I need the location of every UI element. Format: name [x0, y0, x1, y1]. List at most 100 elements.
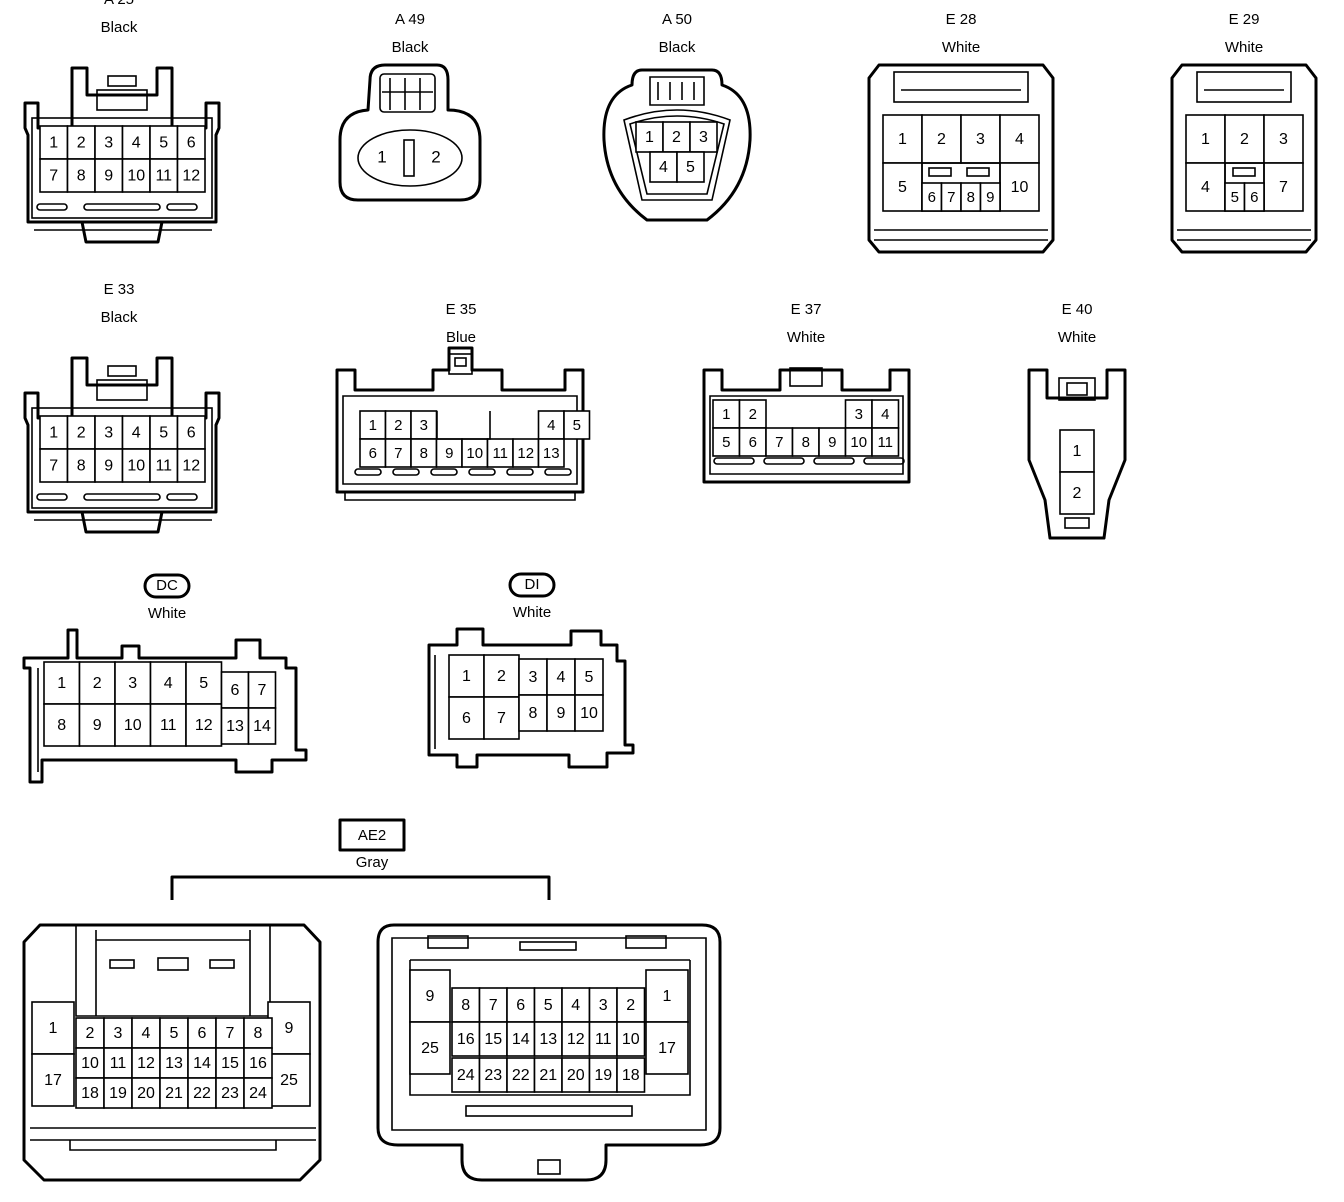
connector-color: Black: [659, 39, 696, 56]
pin-cell: [43, 661, 81, 705]
pin-cell: [546, 694, 576, 732]
pin-number: 2: [1073, 485, 1082, 502]
pin-number: 5: [898, 179, 907, 196]
pin-number: 3: [599, 997, 608, 1014]
pin-cell: [1185, 162, 1226, 212]
connector-color: White: [148, 605, 186, 622]
connector-code: E 35: [446, 301, 477, 318]
pin-cell: [31, 1001, 75, 1055]
pin-number: 5: [585, 669, 594, 686]
pin-number: 3: [104, 135, 113, 152]
pin-number: 5: [722, 434, 730, 451]
pin-cell: [121, 448, 151, 483]
pin-number: 15: [221, 1055, 239, 1072]
pin-cell: [506, 1021, 536, 1057]
pin-number: 10: [81, 1055, 99, 1072]
pin-number: 1: [898, 131, 907, 148]
pin-number: 4: [557, 669, 566, 686]
pin-number: 19: [594, 1067, 612, 1084]
pin-cell: [75, 1077, 105, 1109]
pin-number: 14: [193, 1055, 211, 1072]
pin-number: 15: [484, 1031, 502, 1048]
pin-number: 6: [187, 135, 196, 152]
pin-number: 8: [529, 705, 538, 722]
pin-cell: [149, 158, 179, 193]
connector-code: A 49: [395, 11, 425, 28]
pin-number: 11: [155, 168, 172, 185]
pin-number: 2: [86, 1025, 95, 1042]
pin-number: 2: [937, 131, 946, 148]
connector-color: Black: [101, 19, 138, 36]
pin-number: 11: [110, 1055, 127, 1072]
pin-cell: [131, 1047, 161, 1079]
pin-cell: [149, 703, 187, 747]
pin-cell: [185, 703, 223, 747]
pin-number: 9: [986, 189, 994, 206]
pin-cell: [359, 438, 387, 468]
pin-number: 10: [850, 434, 867, 451]
pin-number: 7: [49, 168, 58, 185]
pin-number: 2: [1240, 131, 1249, 148]
pin-cell: [588, 1057, 618, 1093]
pin-cell: [185, 661, 223, 705]
pin-cell: [537, 438, 565, 468]
pin-number: 12: [517, 445, 534, 462]
pin-number: 11: [492, 445, 508, 462]
pin-number: 10: [622, 1031, 640, 1048]
pin-cell: [410, 438, 438, 468]
connector-color: White: [1058, 329, 1096, 346]
pin-cell: [1059, 471, 1095, 515]
pin-cell: [818, 427, 847, 457]
connector-color: White: [513, 604, 551, 621]
pin-number: 10: [127, 168, 145, 185]
connector-code: E 33: [104, 281, 135, 298]
pin-number: 6: [1250, 189, 1258, 206]
pin-number: 22: [512, 1067, 530, 1084]
pin-cell: [518, 694, 548, 732]
pin-number: 14: [512, 1031, 530, 1048]
pin-number: 16: [249, 1055, 267, 1072]
pin-number: 2: [672, 129, 681, 146]
pin-number: 8: [461, 997, 470, 1014]
pin-number: 3: [699, 129, 708, 146]
pin-cell: [39, 158, 69, 193]
pin-cell: [712, 427, 741, 457]
pin-cell: [645, 969, 689, 1023]
pin-number: 1: [1073, 443, 1082, 460]
pin-cell: [103, 1017, 133, 1049]
pin-cell: [66, 158, 96, 193]
pin-cell: [78, 661, 116, 705]
pin-number: 11: [160, 717, 177, 734]
pin-number: 1: [722, 406, 730, 423]
pin-number: 13: [543, 445, 560, 462]
pin-number: 6: [516, 997, 525, 1014]
pin-cell: [359, 410, 387, 440]
pin-number: 7: [394, 445, 402, 462]
connector-code: E 29: [1229, 11, 1260, 28]
pin-cell: [518, 658, 548, 696]
pin-cell: [1224, 114, 1265, 164]
pin-cell: [247, 707, 277, 745]
pin-number: 1: [49, 135, 58, 152]
connector-code: E 37: [791, 301, 822, 318]
pin-number: 9: [445, 445, 453, 462]
pin-number: 23: [484, 1067, 502, 1084]
pin-number: 3: [529, 669, 538, 686]
pin-number: 3: [976, 131, 985, 148]
pin-number: 2: [77, 135, 86, 152]
pin-number: 24: [249, 1085, 267, 1102]
pin-cell: [1243, 182, 1265, 212]
pin-number: 3: [114, 1025, 123, 1042]
pin-number: 2: [497, 668, 506, 685]
pin-number: 6: [231, 682, 240, 699]
pin-number: 7: [775, 434, 783, 451]
pin-number: 5: [199, 675, 208, 692]
pin-number: 7: [226, 1025, 235, 1042]
pin-number: 9: [828, 434, 836, 451]
